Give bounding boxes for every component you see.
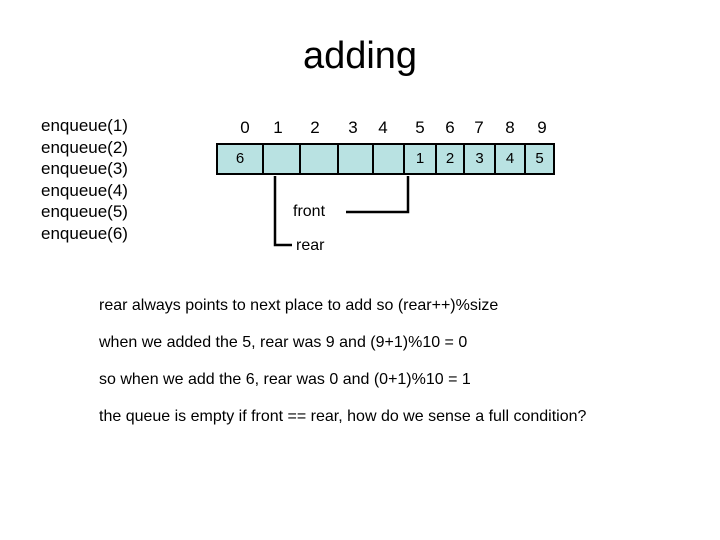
array-cell: 1 — [405, 145, 437, 173]
array-cell: 3 — [465, 145, 496, 173]
array-cell: 5 — [526, 145, 555, 173]
array-cell: 2 — [437, 145, 465, 173]
list-item: enqueue(6) — [41, 223, 128, 243]
note-line: when we added the 5, rear was 9 and (9+1… — [99, 334, 468, 351]
list-item: enqueue(5) — [41, 202, 128, 221]
array-index-label: 6 — [445, 118, 455, 137]
array-cell: 6 — [218, 145, 264, 173]
explanation-notes: rear always points to next place to add … — [99, 297, 699, 445]
array-index-header-row: 0 1 2 3 4 5 6 7 8 9 — [216, 117, 556, 141]
array-index-label: 5 — [415, 118, 425, 137]
array-index-label: 3 — [348, 118, 358, 137]
rear-connector-icon — [273, 176, 292, 247]
list-item: enqueue(1) — [41, 116, 128, 135]
front-pointer-label: front — [293, 203, 326, 220]
front-connector-icon — [346, 176, 410, 214]
note-line: rear always points to next place to add … — [99, 297, 499, 314]
array-index-label: 1 — [273, 118, 283, 137]
note-line: so when we add the 6, rear was 0 and (0+… — [99, 371, 471, 388]
rear-pointer-label: rear — [296, 237, 325, 254]
pointer-connector-lines — [273, 176, 410, 247]
array-cell: 4 — [496, 145, 526, 173]
page-title: adding — [302, 35, 418, 77]
array-cells-row: 6 1 2 3 4 5 — [216, 143, 555, 175]
array-index-label: 2 — [310, 118, 320, 137]
array-cell — [339, 145, 374, 173]
array-cell — [301, 145, 339, 173]
pointer-annotations: front rear — [216, 175, 556, 265]
array-cell — [374, 145, 405, 173]
list-item: enqueue(2) — [41, 137, 128, 157]
queue-array-diagram: 0 1 2 3 4 5 6 7 8 9 6 1 2 3 4 5 — [216, 117, 556, 175]
list-item: enqueue(4) — [41, 180, 128, 200]
array-cell — [264, 145, 301, 173]
array-index-label: 8 — [505, 118, 515, 137]
array-index-label: 7 — [474, 118, 484, 137]
array-index-label: 0 — [240, 118, 250, 137]
array-index-label: 4 — [378, 118, 388, 137]
list-item: enqueue(3) — [41, 159, 128, 178]
array-index-label: 9 — [537, 118, 547, 137]
enqueue-operations-list: enqueue(1) enqueue(2) enqueue(3) enqueue… — [41, 115, 211, 244]
note-line: the queue is empty if front == rear, how… — [99, 408, 587, 425]
